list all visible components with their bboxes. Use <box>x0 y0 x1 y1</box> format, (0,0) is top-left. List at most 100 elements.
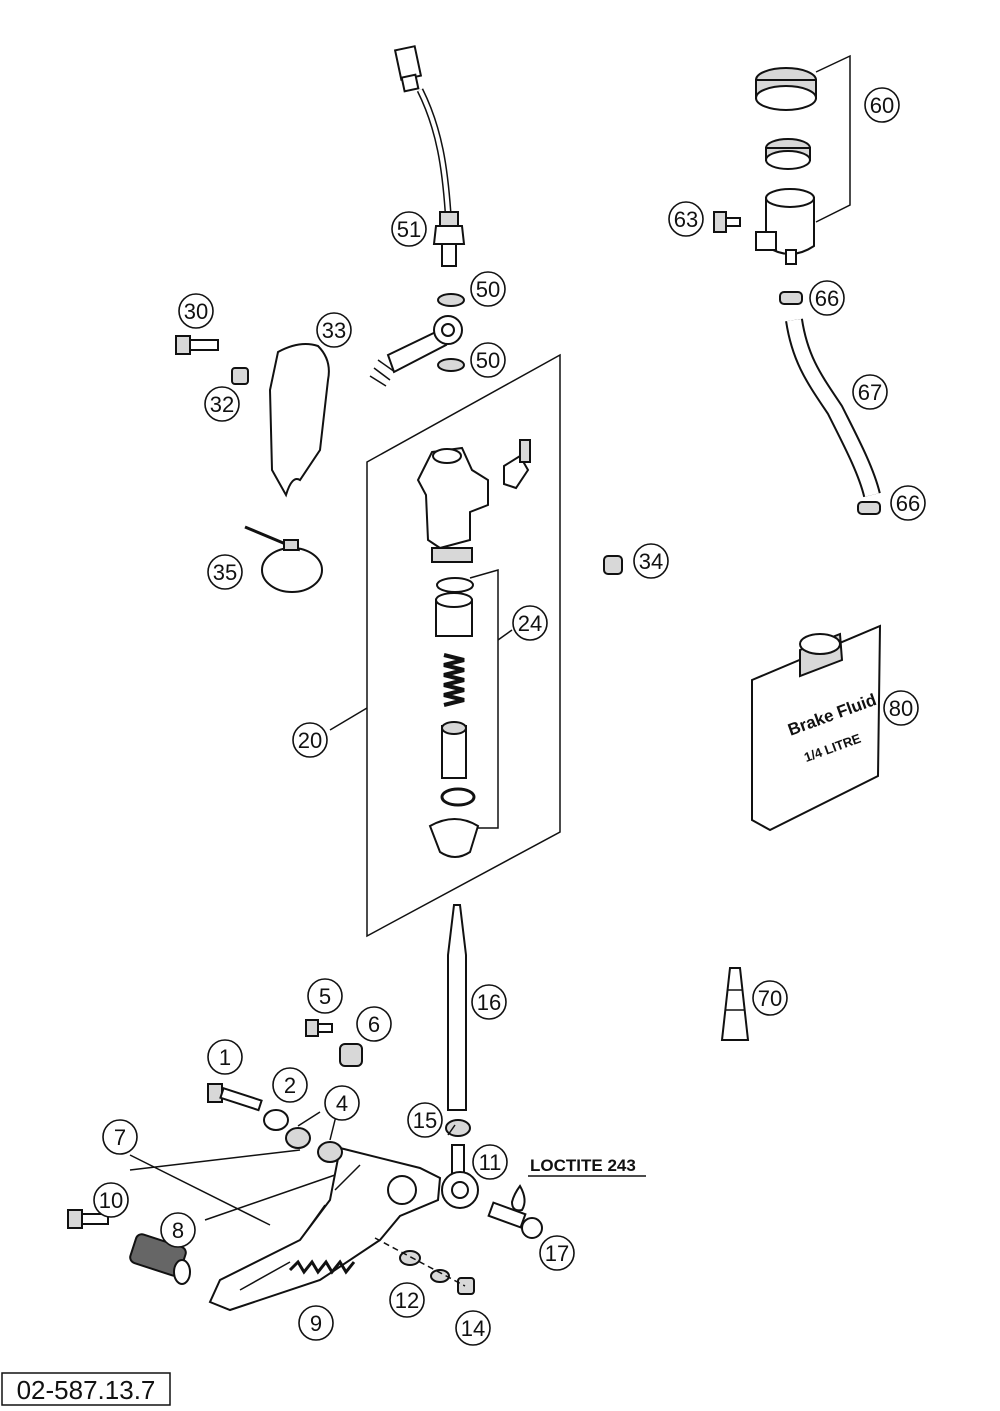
callout-80: 80 <box>883 690 919 726</box>
pivot-bolt-drawing <box>207 1083 263 1112</box>
bushing-4a-drawing <box>285 1127 311 1149</box>
callout-number: 5 <box>319 984 331 1009</box>
bolt-30-drawing <box>175 335 219 355</box>
callout-51: 51 <box>391 211 427 247</box>
banjo-fitting-drawing <box>369 315 463 387</box>
callout-34: 34 <box>633 543 669 579</box>
hose-clamp-lower-drawing <box>857 501 881 515</box>
bushing-4b-drawing <box>317 1141 343 1163</box>
callout-number: 33 <box>322 318 346 343</box>
callout-11: 11 <box>472 1144 508 1180</box>
callout-circle <box>455 1310 491 1346</box>
callout-24: 24 <box>512 605 548 641</box>
callout-4: 4 <box>324 1085 360 1121</box>
callout-circle <box>204 386 240 422</box>
screw-5-drawing <box>305 1019 333 1037</box>
nut-6-drawing <box>339 1043 363 1067</box>
nut-32-drawing <box>231 367 249 385</box>
callout-circle <box>809 280 845 316</box>
callout-number: 32 <box>210 392 234 417</box>
clevis-drawing <box>441 1144 479 1209</box>
callout-60: 60 <box>864 87 900 123</box>
loctite-tube-drawing <box>720 967 750 1041</box>
callout-7: 7 <box>102 1119 138 1155</box>
callout-number: 6 <box>368 1012 380 1037</box>
callout-circle <box>298 1305 334 1341</box>
screw-63-drawing <box>713 211 741 233</box>
callout-10: 10 <box>93 1182 129 1218</box>
callout-number: 11 <box>479 1150 502 1175</box>
drawing-number: 02-587.13.7 <box>17 1375 156 1405</box>
callout-66: 66 <box>809 280 845 316</box>
bracket-24 <box>469 569 499 829</box>
master-cylinder-frame <box>366 353 561 938</box>
hose-drawing <box>785 318 881 498</box>
callout-circle <box>207 554 243 590</box>
callout-33: 33 <box>316 312 352 348</box>
callout-circle <box>391 211 427 247</box>
callout-number: 35 <box>213 560 237 585</box>
callout-circle <box>102 1119 138 1155</box>
callout-circle <box>389 1282 425 1318</box>
callout-66: 66 <box>890 485 926 521</box>
washer-lower-drawing <box>437 358 465 372</box>
callout-50: 50 <box>470 271 506 307</box>
callout-1: 1 <box>207 1039 243 1075</box>
callout-number: 63 <box>674 207 698 232</box>
washer-upper-drawing <box>437 293 465 307</box>
callout-5: 5 <box>307 978 343 1014</box>
callout-number: 80 <box>889 696 913 721</box>
callout-number: 9 <box>310 1311 322 1336</box>
callout-number: 7 <box>114 1125 126 1150</box>
callout-number: 50 <box>476 277 500 302</box>
washer-2-drawing <box>263 1109 289 1131</box>
callout-circles: 1245678910111214151617202430323334355050… <box>93 87 926 1346</box>
callout-70: 70 <box>752 980 788 1016</box>
callout-circle <box>852 374 888 410</box>
callout-number: 60 <box>870 93 894 118</box>
callout-number: 34 <box>639 549 663 574</box>
spring-drawing <box>288 1259 356 1275</box>
callout-circle <box>472 1144 508 1180</box>
callout-number: 66 <box>815 286 839 311</box>
callout-circle <box>752 980 788 1016</box>
callout-circle <box>864 87 900 123</box>
callout-number: 16 <box>477 990 501 1015</box>
callout-number: 1 <box>219 1045 231 1070</box>
nut-14-drawing <box>457 1277 475 1295</box>
callout-number: 50 <box>476 348 500 373</box>
callout-number: 12 <box>395 1288 419 1313</box>
callout-circle <box>178 293 214 329</box>
callout-number: 70 <box>758 986 782 1011</box>
callout-circle <box>93 1182 129 1218</box>
callout-circle <box>292 722 328 758</box>
callout-17: 17 <box>539 1235 575 1271</box>
callout-number: 67 <box>858 380 882 405</box>
callout-2: 2 <box>272 1067 308 1103</box>
lock-nut-15-drawing <box>445 1119 471 1137</box>
hose-clamp-upper-drawing <box>779 291 803 305</box>
callout-circle <box>356 1006 392 1042</box>
callout-30: 30 <box>178 293 214 329</box>
callout-number: 66 <box>896 491 920 516</box>
callout-circle <box>207 1039 243 1075</box>
master-cylinder-drawing <box>416 439 531 858</box>
bolt-10-drawing <box>67 1209 109 1229</box>
callout-number: 24 <box>518 611 542 636</box>
callout-circle <box>633 543 669 579</box>
washer-13-drawing <box>430 1269 450 1283</box>
callout-63: 63 <box>668 201 704 237</box>
leader-lines <box>129 629 513 1226</box>
callout-50: 50 <box>470 342 506 378</box>
callout-20: 20 <box>292 722 328 758</box>
callout-12: 12 <box>389 1282 425 1318</box>
callout-number: 20 <box>298 728 322 753</box>
plug-34-drawing <box>603 555 623 575</box>
callout-number: 10 <box>99 1188 123 1213</box>
callout-number: 14 <box>461 1316 485 1341</box>
loctite-drop-drawing <box>510 1184 526 1212</box>
callout-number: 51 <box>397 217 421 242</box>
push-rod-drawing <box>447 904 467 1111</box>
callout-9: 9 <box>298 1305 334 1341</box>
